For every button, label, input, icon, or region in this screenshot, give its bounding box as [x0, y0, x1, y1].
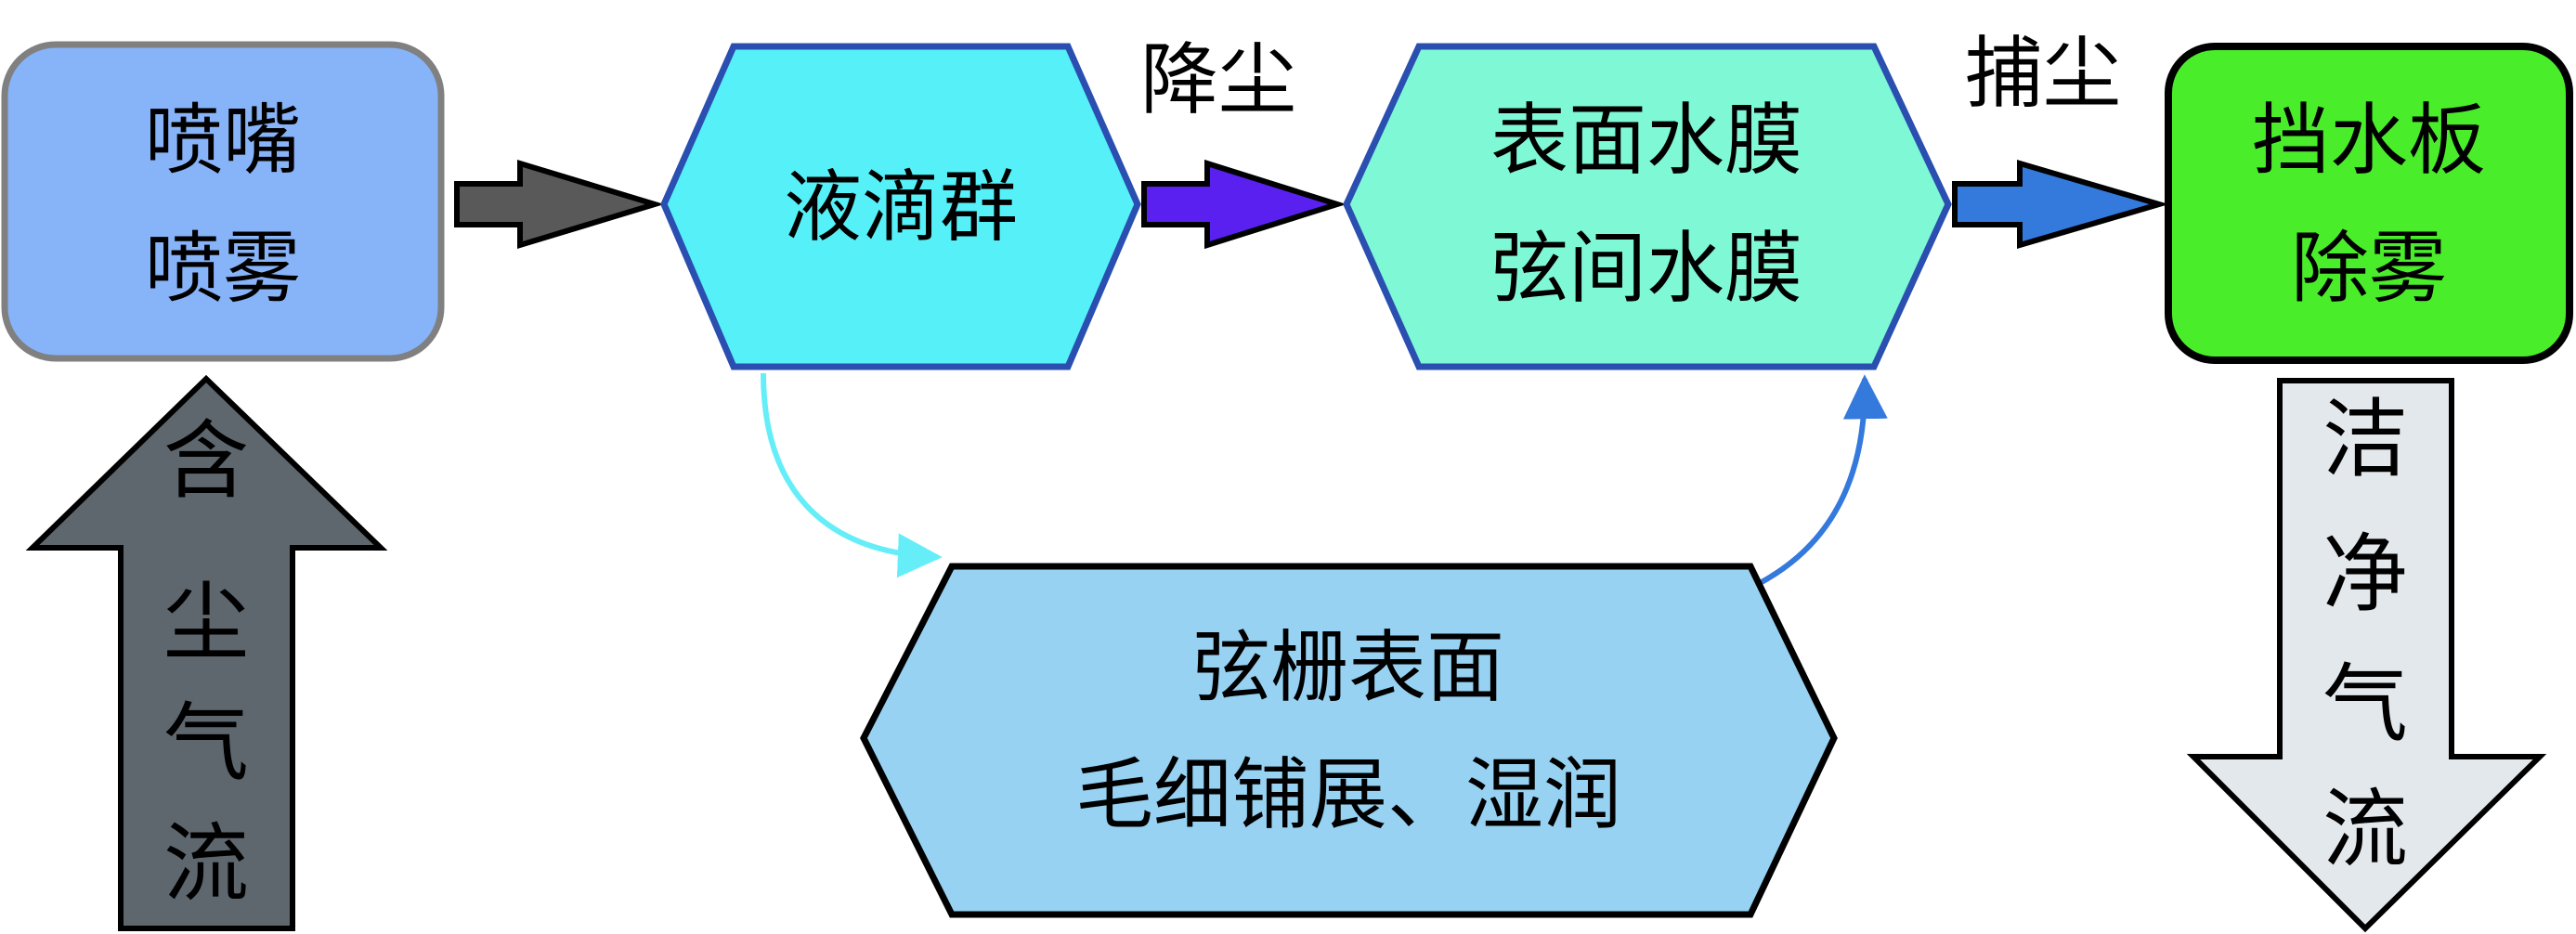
demister-label-line-2: 除雾 [2291, 223, 2447, 314]
outlet-arrow-shape [2186, 378, 2547, 933]
outlet-char-2: 净 [2322, 525, 2408, 624]
demister-node-shape [2165, 43, 2573, 364]
nozzle-label-line-1: 喷嘴 [145, 95, 301, 186]
inlet-char-3: 气 [163, 694, 249, 793]
water-film-node-shape [1343, 43, 1952, 370]
arrow-nozzle-to-droplets [454, 159, 665, 250]
outlet-char-1: 洁 [2322, 390, 2408, 489]
dust-fall-label: 降尘 [1140, 34, 1296, 125]
water-film-node: 表面水膜 弦间水膜 [1343, 43, 1952, 370]
demister-node: 挡水板 除雾 [2165, 43, 2573, 364]
grid-surface-node: 弦栅表面 毛细铺展、湿润 [860, 563, 1838, 918]
nozzle-label-line-2: 喷雾 [145, 223, 301, 314]
nozzle-spray-node: 喷嘴 喷雾 [1, 41, 445, 362]
arrow-droplets-to-film [1141, 159, 1347, 250]
droplet-group-node: 液滴群 [660, 43, 1141, 370]
inlet-char-1: 含 [163, 411, 249, 511]
inlet-arrow-shape [25, 374, 388, 931]
inlet-char-2: 尘 [163, 573, 249, 672]
water-film-label-line-2: 弦间水膜 [1490, 223, 1802, 314]
edge-dust-fall: 降尘 [1140, 34, 1347, 250]
outlet-flow-arrow: 洁 净 气 流 [2186, 378, 2547, 933]
demister-label-line-1: 挡水板 [2252, 95, 2486, 186]
inlet-flow-arrow: 含 尘 气 流 [25, 374, 388, 931]
grid-surface-label-line-1: 弦栅表面 [1192, 622, 1504, 713]
outlet-char-4: 流 [2322, 780, 2408, 879]
nozzle-node-shape [1, 41, 445, 362]
droplet-label: 液滴群 [784, 162, 1018, 253]
outlet-char-3: 气 [2322, 655, 2408, 754]
edge-dust-capture: 捕尘 [1952, 28, 2169, 250]
water-film-label-line-1: 表面水膜 [1490, 95, 1802, 186]
droplet-node-shape [660, 43, 1141, 370]
arrow-grid-to-film [1758, 374, 1888, 586]
inlet-char-4: 流 [163, 814, 249, 914]
grid-surface-label-line-2: 毛细铺展、湿润 [1075, 749, 1621, 840]
arrow-film-to-demister [1952, 159, 2169, 250]
grid-surface-node-shape [860, 563, 1838, 918]
arrow-droplets-to-grid [761, 372, 943, 578]
dust-capture-label: 捕尘 [1965, 28, 2121, 119]
